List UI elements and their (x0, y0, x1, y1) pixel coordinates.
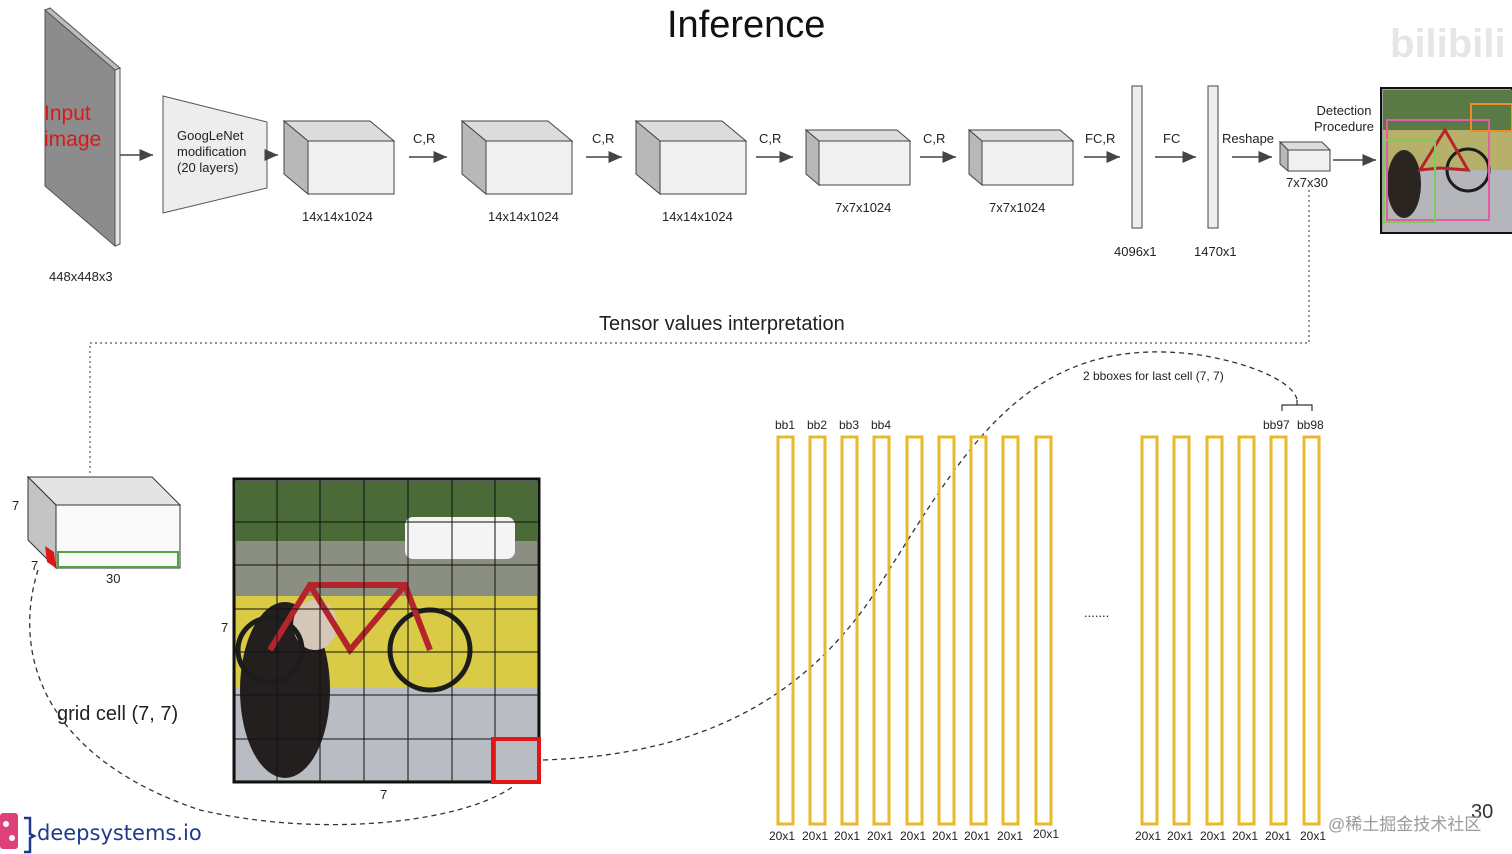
bbox-dim-1: 20x1 (769, 829, 796, 843)
bbox-bar-95 (1205, 435, 1224, 826)
bbox-bar-2 (808, 435, 827, 826)
edge-label-6: FC (1163, 131, 1181, 146)
bbox-header-bb3: bb3 (839, 418, 860, 432)
bbox-dim-94: 20x1 (1167, 829, 1194, 843)
bbox-bar-96 (1237, 435, 1256, 826)
cell-slice-green (57, 551, 179, 568)
cell-slice-red (45, 546, 56, 568)
bbox-dim-7: 20x1 (964, 829, 991, 843)
watermark: @稀土掘金技术社区 (1328, 815, 1482, 834)
curve-tensor-to-cell (29, 569, 516, 826)
bbox-header-bb1: bb1 (775, 418, 796, 432)
bbox-header-bb4: bb4 (871, 418, 892, 432)
block-dims-4: 7x7x1024 (835, 200, 892, 215)
bbox-dim-98: 20x1 (1300, 829, 1327, 843)
curve-cell-to-bboxes (542, 351, 1298, 761)
bbox-dim-6: 20x1 (932, 829, 959, 843)
bbox-bar-94 (1172, 435, 1191, 826)
input-image-label: Input image (44, 102, 102, 151)
grid-cols-label: 7 (380, 787, 388, 802)
fc-bar-4096 (1131, 85, 1143, 229)
bbox-header-bb98: bb98 (1297, 418, 1324, 432)
bbox-dim-5: 20x1 (900, 829, 927, 843)
input-image-slab (44, 7, 121, 248)
slide-title: Inference (667, 4, 826, 46)
bbox-bar-3 (840, 435, 859, 826)
bbox-bar-4 (872, 435, 891, 826)
dotted-connector (89, 190, 1310, 476)
edge-label-7: Reshape (1222, 131, 1275, 146)
conv-block-3 (634, 119, 748, 196)
bbox-bars-right (1140, 435, 1321, 826)
edge-label-4: C,R (923, 131, 946, 146)
conv-block-4 (804, 128, 912, 187)
bbox-bar-1 (776, 435, 795, 826)
conv-block-1 (282, 119, 396, 196)
edge-label-5: FC,R (1085, 131, 1116, 146)
bbox-bar-8 (1001, 435, 1020, 826)
bbox-bar-6 (937, 435, 956, 826)
tensor-dims-label: 7x7x30 (1286, 175, 1328, 190)
tensor-big-block (26, 475, 182, 570)
bbox-dim-93: 20x1 (1135, 829, 1162, 843)
bbox-dim-2: 20x1 (802, 829, 829, 843)
detection-label: Detection Procedure (1314, 103, 1374, 134)
bbox-dim-97: 20x1 (1265, 829, 1292, 843)
tensor-height-label: 7 (12, 498, 20, 513)
input-dims-label: 448x448x3 (49, 269, 113, 284)
bbox-bar-93 (1140, 435, 1159, 826)
fc-dims-2: 1470x1 (1194, 244, 1237, 259)
block-dims-2: 14x14x1024 (488, 209, 559, 224)
top-watermark: bilibili (1390, 22, 1506, 66)
grid-cell-highlight (491, 737, 541, 784)
edge-label-2: C,R (592, 131, 615, 146)
bbox-dim-96: 20x1 (1232, 829, 1259, 843)
bbox-note: 2 bboxes for last cell (7, 7) (1083, 369, 1224, 383)
bbox-bar-97 (1269, 435, 1288, 826)
grid-photo (232, 477, 541, 784)
bbox-header-bb97: bb97 (1263, 418, 1290, 432)
edge-label-3: C,R (759, 131, 782, 146)
fc-bar-1470 (1207, 85, 1219, 229)
bbox-bar-98 (1302, 435, 1321, 826)
block-dims-1: 14x14x1024 (302, 209, 373, 224)
bbox-dim-4: 20x1 (867, 829, 894, 843)
fc-dims-1: 4096x1 (1114, 244, 1157, 259)
conv-block-2 (460, 119, 574, 196)
page-number: 30 (1471, 801, 1494, 823)
googlenet-label: GoogLeNet modification (20 layers) (177, 128, 247, 175)
detection-result-image (1380, 87, 1512, 234)
bbox-header-bb2: bb2 (807, 418, 828, 432)
bbox-dim-95: 20x1 (1200, 829, 1227, 843)
robot-logo-icon (0, 813, 37, 854)
tensor-small-block (1278, 140, 1332, 173)
brand-logo-text: deepsystems.io (37, 821, 202, 845)
bbox-dim-3: 20x1 (834, 829, 861, 843)
section-subtitle: Tensor values interpretation (599, 313, 845, 335)
edge-label-1: C,R (413, 131, 436, 146)
tensor-width-label: 7 (31, 558, 39, 573)
block-dims-3: 14x14x1024 (662, 209, 733, 224)
bbox-bar-5 (905, 435, 924, 826)
bbox-dim-8: 20x1 (997, 829, 1024, 843)
bbox-bars-left (776, 435, 1053, 826)
bbox-dim-9: 20x1 (1033, 827, 1060, 841)
block-dims-5: 7x7x1024 (989, 200, 1046, 215)
conv-block-5 (967, 128, 1075, 187)
bbox-bar-9 (1034, 435, 1053, 826)
bbox-bar-7 (969, 435, 988, 826)
grid-rows-label: 7 (221, 620, 229, 635)
googlenet-block (162, 95, 268, 214)
bbox-ellipsis: ....... (1084, 605, 1110, 620)
grid-cell-label: grid cell (7, 7) (57, 703, 179, 725)
tensor-depth-label: 30 (106, 571, 121, 586)
bbox-bracket (1281, 400, 1313, 411)
